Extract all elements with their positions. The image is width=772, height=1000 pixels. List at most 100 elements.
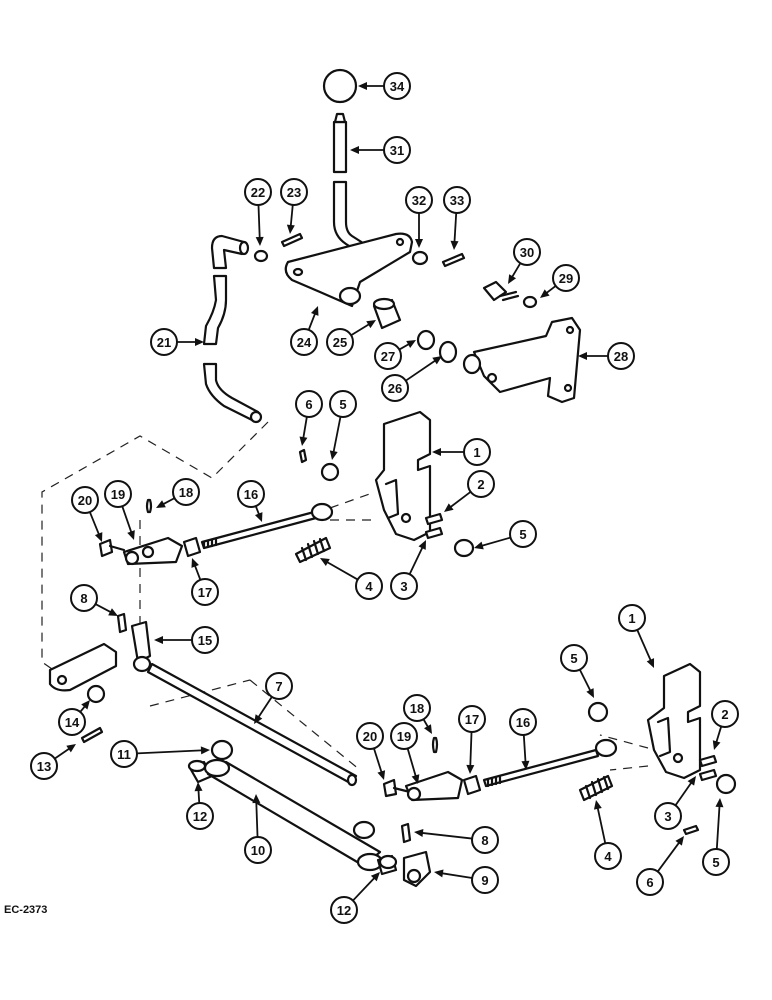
callout-number: 13 [37,759,51,774]
callout-arrowhead [370,872,380,882]
callout-arrowhead [311,306,319,316]
callout-5: 5 [702,798,730,876]
callout-32: 32 [405,186,433,248]
callout-leader-line [352,875,377,902]
callout-20: 20 [356,722,386,780]
callout-number: 17 [198,585,212,600]
callout-number: 1 [628,611,635,626]
callout-number: 22 [251,185,265,200]
part-16-rod-lower [482,738,618,788]
callout-circle [70,584,98,612]
part-5-washer-right-upper [453,538,475,558]
part-18-cotter-pin-upper [145,498,153,514]
callout-leader-line [448,491,472,510]
callout-leader-line [89,511,101,537]
callout-circle [636,868,664,896]
callout-leader-line [405,358,438,382]
callout-arrowhead [646,658,655,668]
callout-arrowhead [521,760,530,770]
callout-circle [702,848,730,876]
callout-arrowhead [81,700,90,710]
callout-number: 16 [244,487,258,502]
callout-arrowhead [540,289,550,298]
callout-6: 6 [636,836,684,896]
callout-leader-line [289,204,294,229]
callout-circle [186,802,214,830]
callout-circle [471,866,499,894]
callout-21: 21 [150,328,204,356]
callout-13: 13 [30,744,76,780]
callout-arrowhead [593,800,602,810]
callout-arrowhead [320,558,330,566]
callout-number: 15 [198,633,212,648]
callout-leader-line [95,603,114,614]
callout-arrowhead [194,782,203,792]
callout-arrowhead [411,774,420,784]
part-4-spring-lower [578,774,614,802]
callout-18: 18 [403,694,432,734]
part-1-shift-fork-lower [646,662,702,780]
part-15-lever-bracket [130,620,152,673]
callout-circle [237,480,265,508]
callout-19: 19 [390,722,420,784]
part-7-cross-shaft [48,642,358,787]
callout-arrowhead [424,724,432,734]
callout-number: 16 [516,715,530,730]
callout-arrowhead [466,764,475,774]
callout-leader-line [121,505,133,535]
callout-number: 12 [193,809,207,824]
callout-26: 26 [381,356,442,402]
callout-leader-line [579,669,593,694]
callout-number: 12 [337,903,351,918]
callout-leader-line [510,262,522,280]
callout-leader-line [714,726,723,745]
callout-arrowhead [358,82,367,90]
callout-number: 28 [614,349,628,364]
callout-number: 34 [390,79,405,94]
callout-leader-line [657,840,682,873]
callout-number: 18 [410,701,424,716]
callout-24: 24 [290,306,319,356]
part-9-lever [402,850,432,888]
callout-circle [467,470,495,498]
callout-number: 20 [78,493,92,508]
callout-number: 6 [305,397,312,412]
callout-23: 23 [280,178,308,234]
part-12-bushing-right [376,854,398,876]
callout-circle [618,604,646,632]
callout-leader-line [307,311,317,331]
part-18-cotter-pin-lower [431,736,439,754]
callout-circle [471,826,499,854]
callout-number: 4 [604,849,612,864]
callout-leader-line [596,805,607,844]
callout-arrowhead [586,688,594,698]
callout-circle [381,374,409,402]
callout-1: 1 [432,438,491,466]
callout-arrowhead [191,558,199,568]
callout-3: 3 [390,540,426,600]
callout-34: 34 [358,72,411,100]
part-27-washer [416,329,436,351]
callout-leader-line [715,803,721,850]
callout-19: 19 [104,480,135,540]
callout-arrowhead [252,794,261,804]
callout-arrowhead [366,320,376,329]
callout-number: 29 [559,271,573,286]
part-6-pin-upper [298,448,308,464]
callout-arrowhead [154,636,163,644]
callout-number: 32 [412,193,426,208]
callout-leader-line [469,731,473,769]
callout-33: 33 [443,186,471,250]
part-26-washer [438,340,458,364]
callout-arrowhead [254,714,263,724]
callout-circle [509,708,537,736]
part-washer-tube-right [352,820,376,840]
callout-leader-line [256,696,273,720]
callout-circle [295,390,323,418]
callout-circle [265,672,293,700]
part-4-spring-upper [294,536,332,564]
part-23-pin [280,232,304,248]
callout-16: 16 [509,708,537,770]
callout-17: 17 [191,558,219,606]
